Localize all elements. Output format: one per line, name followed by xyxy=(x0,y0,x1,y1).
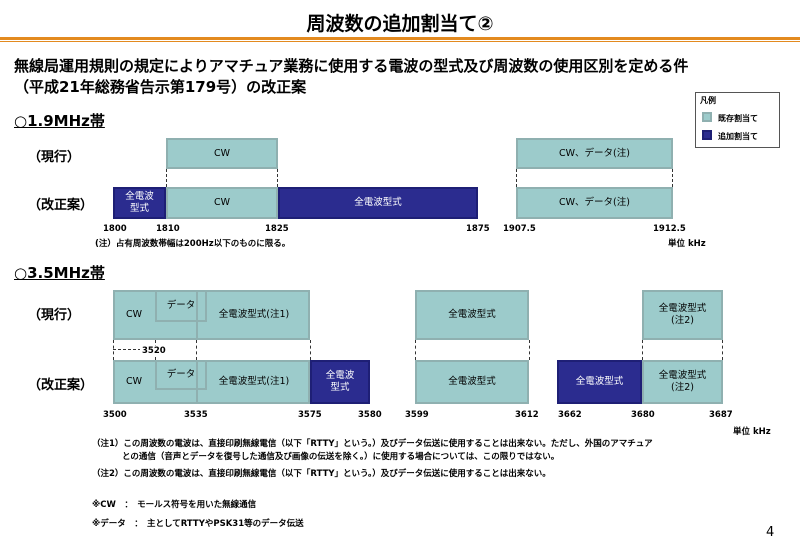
band-35-guide-3575 xyxy=(310,340,311,360)
legend-added-swatch xyxy=(702,130,712,140)
band-35-revised-allmodes-mid: 全電波型式 xyxy=(415,360,529,404)
title-rule xyxy=(0,37,800,40)
band-35-guide-3500 xyxy=(113,340,114,360)
band-35-revised-allmodes-note2: 全電波型式 (注2) xyxy=(642,360,723,404)
band-19-current-cw: CW xyxy=(166,138,278,169)
band-19-revised-allmodes-narrow: 全電波 型式 xyxy=(113,187,166,219)
band-35-tick: 3599 xyxy=(405,410,429,420)
subtitle: 無線局運用規則の規定によりアマチュア業務に使用する電波の型式及び周波数の使用区別… xyxy=(14,56,688,98)
band-19-tick: 1800 xyxy=(103,224,127,234)
legend-existing-label: 既存割当て xyxy=(718,114,758,123)
band-35-current-allmodes-note2: 全電波型式 (注2) xyxy=(642,290,723,340)
band-35-unit: 単位 kHz xyxy=(733,427,771,437)
note-1-line-2: との通信（音声とデータを復号した通信及び画像の伝送を除く。）に使用する場合につい… xyxy=(122,452,560,462)
note-1-line-1: （注1）この周波数の電波は、直接印刷無線電信（以下「RTTY」という。）及びデー… xyxy=(92,439,653,449)
band-35-guide-3612 xyxy=(529,340,530,360)
band-19-tick: 1907.5 xyxy=(503,224,536,234)
band-35-tick: 3575 xyxy=(298,410,322,420)
band-35-tick: 3580 xyxy=(358,410,382,420)
band-35-revised-block xyxy=(113,360,310,404)
band-35-revised-allmodes-note1: 全電波型式(注1) xyxy=(218,376,290,387)
band-19-revised-cwdata: CW、データ(注) xyxy=(516,187,673,219)
band-35-guide-3599 xyxy=(415,340,416,360)
cw-definition: ※CW ： モールス符号を用いた無線通信 xyxy=(92,500,257,510)
band-19-unit: 単位 kHz xyxy=(668,239,706,249)
note-2: （注2）この周波数の電波は、直接印刷無線電信（以下「RTTY」という。）及びデー… xyxy=(92,469,551,479)
band-35-revised-divider xyxy=(196,360,198,404)
legend-existing-swatch xyxy=(702,112,712,122)
band-35-current-allmodes-note1: 全電波型式(注1) xyxy=(218,309,290,320)
band-19-guide-1810 xyxy=(166,169,167,187)
band-19-revised-allmodes: 全電波型式 xyxy=(278,187,478,219)
band-35-tick: 3680 xyxy=(631,410,655,420)
page-number: 4 xyxy=(766,525,775,540)
legend-added-label: 追加割当て xyxy=(718,132,758,141)
band-19-tick: 1810 xyxy=(156,224,180,234)
legend-title: 凡例 xyxy=(700,96,716,105)
band-35-current-label: （現行） xyxy=(28,308,81,323)
band-19-guide-1825 xyxy=(277,169,278,187)
band-19-revised-label: （改正案） xyxy=(28,198,94,213)
band-19-guide-1907 xyxy=(516,169,517,187)
band-35-tick: 3535 xyxy=(184,410,208,420)
subtitle-line-2: （平成21年総務省告示第179号）の改正案 xyxy=(14,78,307,96)
legend: 凡例 既存割当て 追加割当て xyxy=(695,92,780,148)
band-35-revised-allmodes-narrow: 全電波 型式 xyxy=(310,360,370,404)
band-35-guide-3535 xyxy=(196,340,197,360)
title-rule-thin xyxy=(0,41,800,42)
subtitle-line-1: 無線局運用規則の規定によりアマチュア業務に使用する電波の型式及び周波数の使用区別… xyxy=(14,57,689,75)
band-19-tick: 1875 xyxy=(466,224,490,234)
band-35-current-block xyxy=(113,290,310,340)
band-35-guide-3680 xyxy=(642,340,643,360)
data-definition: ※データ ： 主としてRTTYやPSK31等のデータ伝送 xyxy=(92,519,304,529)
band-35-revised-label: （改正案） xyxy=(28,378,94,393)
band-35-revised-allmodes-added: 全電波型式 xyxy=(557,360,642,404)
band-19-current-cwdata: CW、データ(注) xyxy=(516,138,673,169)
band-19-heading: ○1.9MHz帯 xyxy=(14,112,105,130)
band-19-note: (注）占有周波数帯幅は200Hz以下のものに限る。 xyxy=(95,239,291,249)
page-title: 周波数の追加割当て② xyxy=(306,13,494,35)
band-35-guide-3687 xyxy=(722,340,723,360)
band-35-current-data: データ xyxy=(155,290,207,322)
band-19-current-label: （現行） xyxy=(28,150,81,165)
band-19-guide-1912 xyxy=(672,169,673,187)
band-35-current-divider xyxy=(196,290,198,340)
band-19-tick: 1825 xyxy=(265,224,289,234)
band-35-current-allmodes-mid: 全電波型式 xyxy=(415,290,529,340)
band-35-current-cw: CW xyxy=(125,309,143,320)
band-35-heading: ○3.5MHz帯 xyxy=(14,264,105,282)
band-35-tick: 3662 xyxy=(558,410,582,420)
band-35-tick: 3687 xyxy=(709,410,733,420)
band-35-tick: 3612 xyxy=(515,410,539,420)
band-35-revised-data: データ xyxy=(155,360,207,390)
band-35-guide-3520-h xyxy=(113,349,156,350)
band-35-tick-3520: 3520 xyxy=(140,346,168,356)
band-19-revised-cw: CW xyxy=(166,187,278,219)
band-19-tick: 1912.5 xyxy=(653,224,686,234)
band-35-tick: 3500 xyxy=(103,410,127,420)
band-35-revised-cw: CW xyxy=(125,376,143,387)
